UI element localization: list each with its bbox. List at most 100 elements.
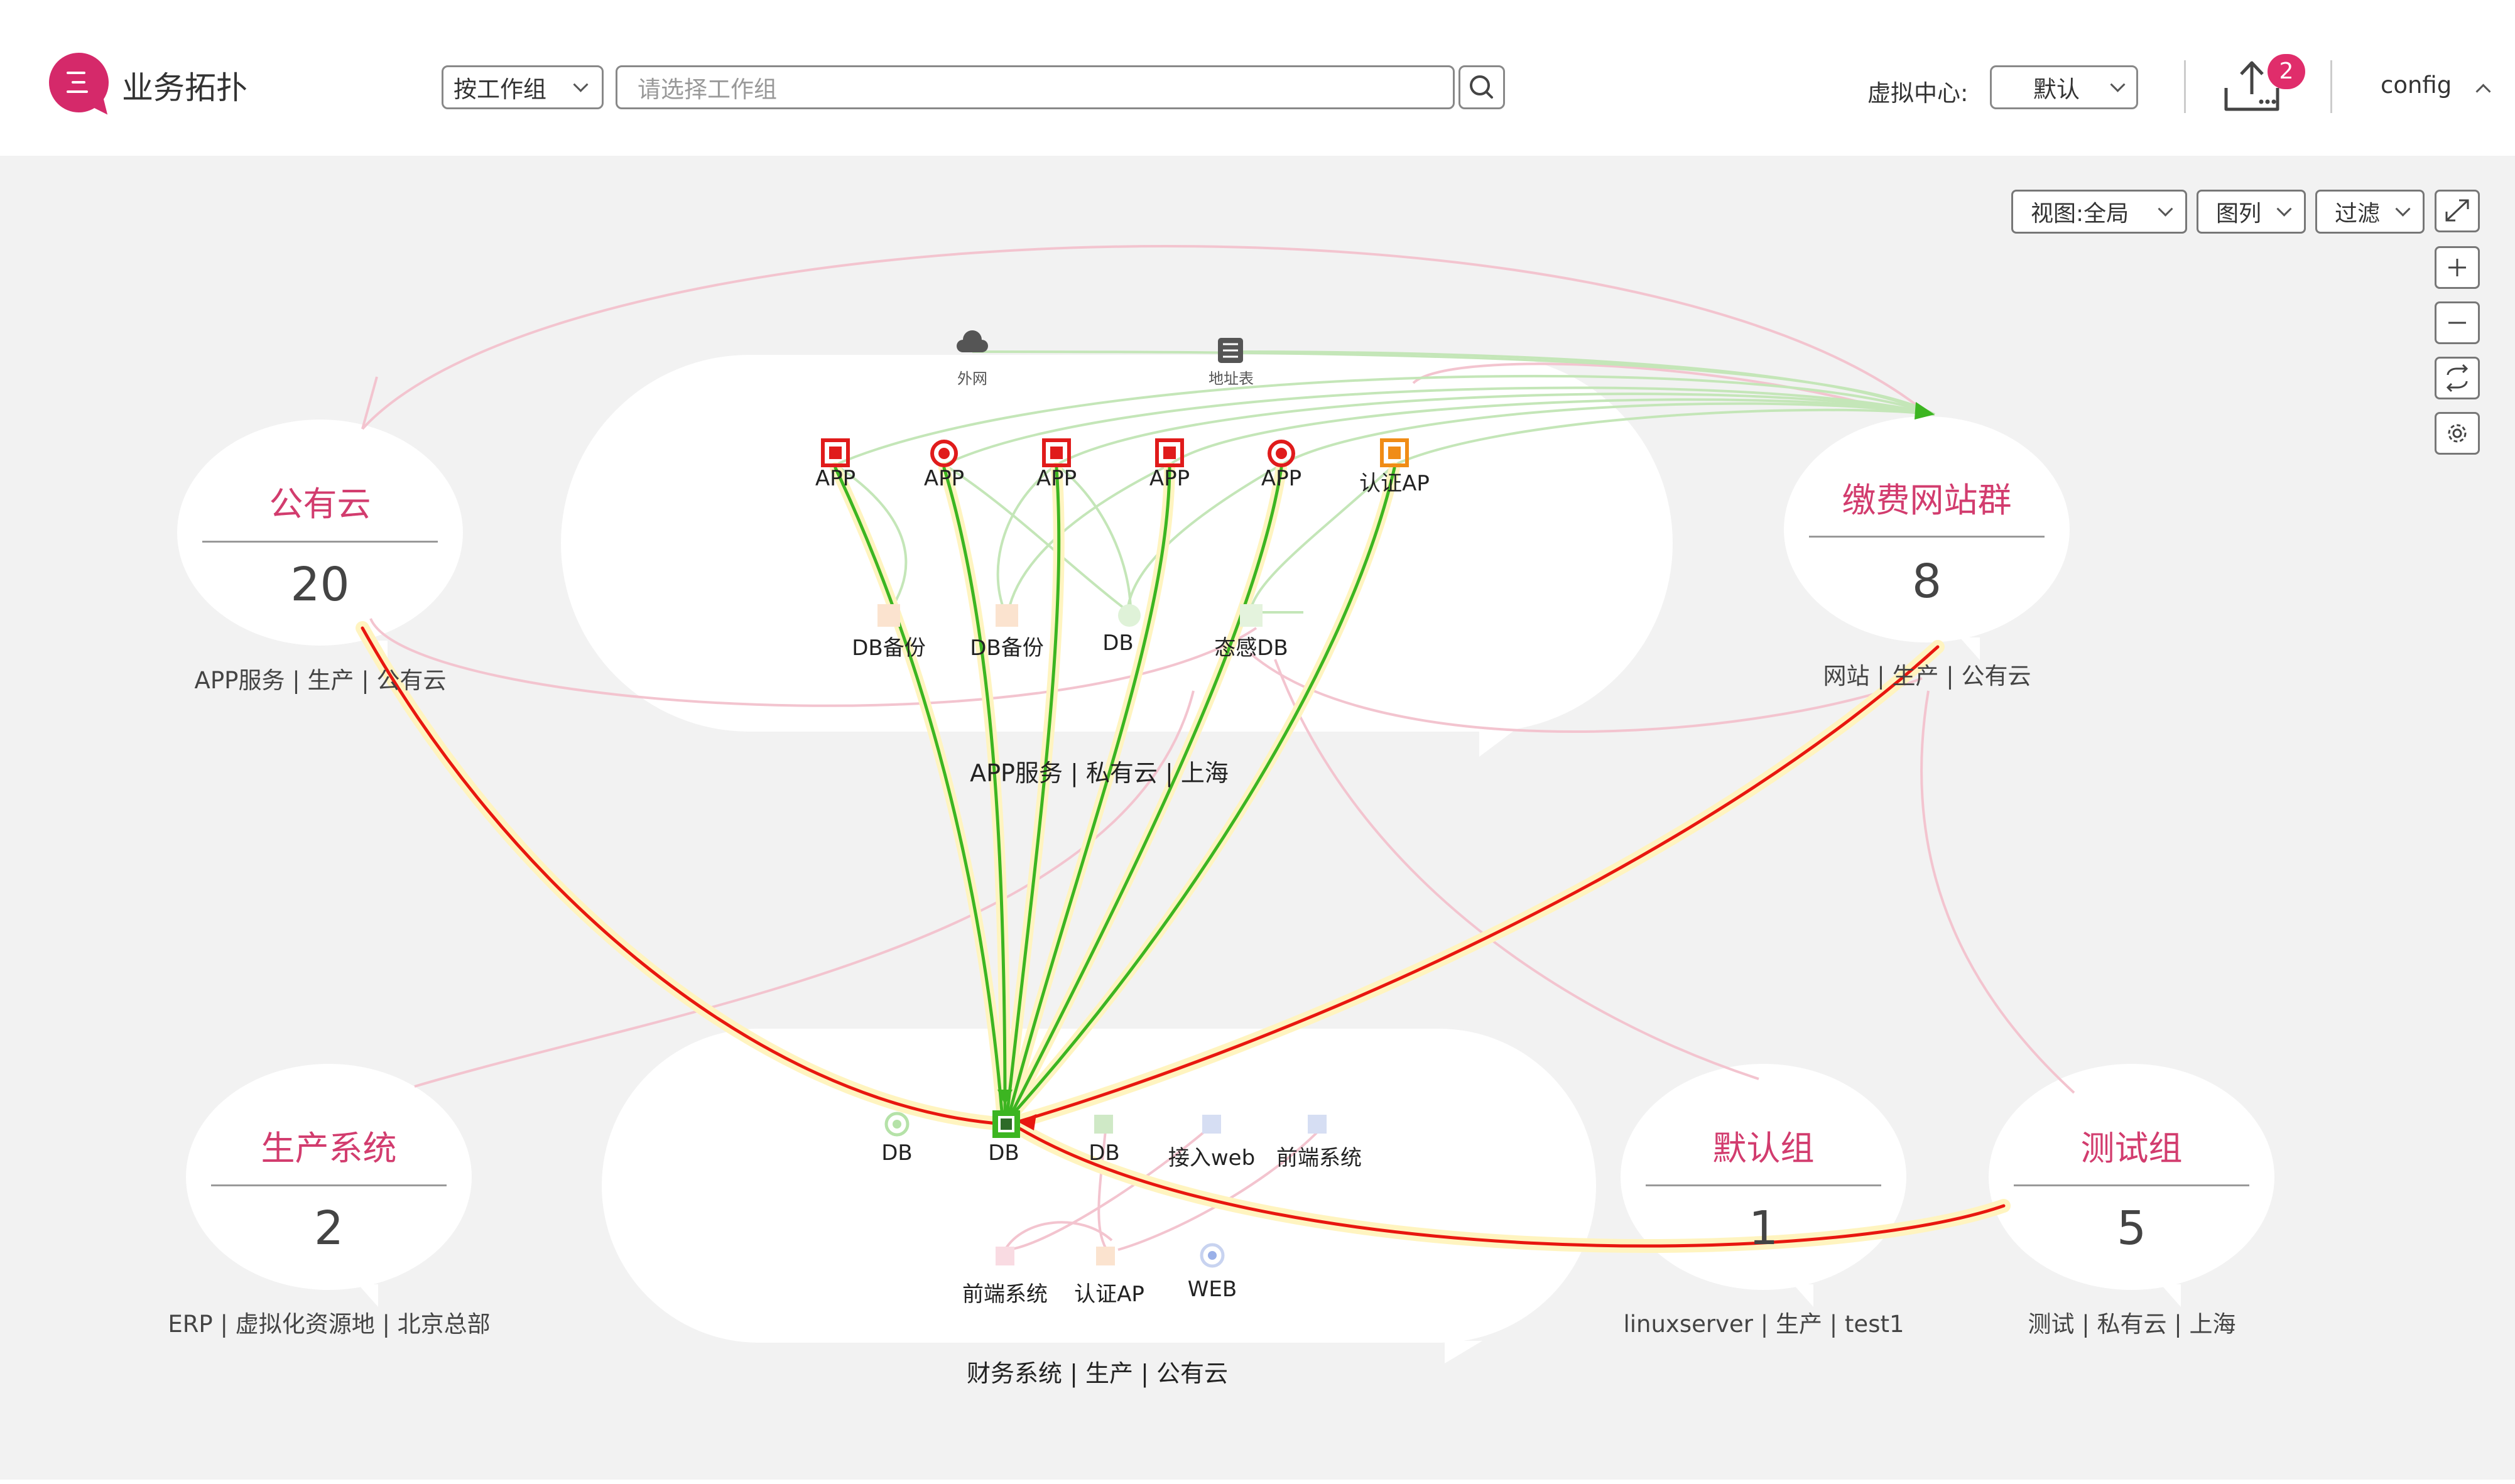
- notification-badge: 2: [2268, 54, 2305, 89]
- db-backup-node-icon[interactable]: [996, 604, 1018, 627]
- arrow-head: [1018, 1114, 1036, 1130]
- link-faint: [1168, 398, 1935, 466]
- frontend-node-icon[interactable]: [996, 1247, 1014, 1265]
- chevron-down-icon: [2158, 201, 2173, 217]
- situation-db-node-icon[interactable]: [1240, 604, 1263, 627]
- view-select[interactable]: 视图:全局: [2011, 190, 2187, 234]
- user-name: config: [2381, 72, 2452, 99]
- link-faint: [414, 690, 1195, 1088]
- link-red: [361, 626, 1007, 1126]
- virtual-center-label: 虚拟中心:: [1867, 80, 1969, 107]
- chevron-down-icon: [2395, 201, 2411, 217]
- db-node-icon[interactable]: [884, 1112, 910, 1137]
- link-faint: [1056, 393, 1935, 466]
- app-node-icon[interactable]: [821, 438, 850, 467]
- db-node-icon[interactable]: [1094, 1115, 1113, 1134]
- bottom-group-nodes: [884, 1110, 1327, 1268]
- link-green: [1013, 466, 1396, 1113]
- app-node-icon[interactable]: [1155, 438, 1184, 467]
- link-faint: [1004, 1221, 1113, 1251]
- bubble-title: 公有云: [269, 484, 371, 524]
- settings-button[interactable]: [2435, 412, 2480, 455]
- workgroup-search-input[interactable]: 请选择工作组: [616, 65, 1455, 109]
- filter-select[interactable]: 过滤: [2315, 190, 2425, 234]
- node-label: 认证AP: [1359, 471, 1430, 496]
- filter-select-value: 过滤: [2335, 201, 2381, 227]
- bubble-tail: [358, 1284, 378, 1307]
- link-highlight-glow: [1003, 640, 1945, 1131]
- node-label: 接入web: [1168, 1145, 1256, 1171]
- group-blob-tail: [1479, 728, 1517, 757]
- bubble-count: 8: [1911, 555, 1942, 609]
- menu-button[interactable]: [49, 53, 109, 112]
- virtual-center-select[interactable]: 默认: [1990, 65, 2138, 109]
- web-access-node-icon[interactable]: [1202, 1115, 1221, 1134]
- plus-icon: [2448, 259, 2466, 276]
- group-mode-select[interactable]: 按工作组: [442, 65, 604, 109]
- group-label: 财务系统 | 生产 | 公有云: [967, 1360, 1228, 1387]
- link-faint: [1097, 1130, 1110, 1254]
- bubble-title: 测试组: [2080, 1129, 2183, 1168]
- db-node-icon[interactable]: [1118, 604, 1141, 627]
- bubble-title: 默认组: [1712, 1129, 1815, 1168]
- fullscreen-button[interactable]: [2435, 190, 2480, 232]
- user-menu[interactable]: config: [2381, 72, 2491, 99]
- link-highlight-glow: [356, 621, 1012, 1131]
- app-node-icon[interactable]: [1268, 440, 1295, 467]
- link-red: [1016, 1125, 2006, 1248]
- link-faint: [996, 463, 1058, 613]
- app-node-icon[interactable]: [1042, 438, 1071, 467]
- link-faint: [1117, 1129, 1320, 1251]
- group-blob-tail: [1445, 1341, 1482, 1363]
- arrow-head: [997, 1090, 1013, 1105]
- cloud-icon[interactable]: [957, 330, 988, 352]
- bubble-production[interactable]: [186, 1064, 472, 1290]
- app-node-icon[interactable]: [930, 440, 958, 467]
- frontend-node-icon[interactable]: [1308, 1115, 1327, 1134]
- zoom-in-button[interactable]: [2435, 246, 2480, 289]
- link-faint: [1126, 463, 1282, 613]
- node-label: 地址表: [1209, 370, 1254, 387]
- zoom-out-button[interactable]: [2435, 301, 2480, 344]
- node-label: 外网: [957, 370, 987, 387]
- link-highlight-glow: [1007, 462, 1287, 1117]
- auth-ap-node-icon[interactable]: [1096, 1247, 1115, 1265]
- bubble-payment-sites[interactable]: [1784, 416, 2070, 642]
- search-placeholder: 请选择工作组: [638, 76, 777, 103]
- top-group-nodes: [821, 330, 1409, 627]
- switch-layout-button[interactable]: [2435, 357, 2480, 399]
- link-faint: [361, 376, 378, 430]
- node-label: 态感DB: [1214, 636, 1288, 661]
- link-faint: [1055, 463, 1132, 613]
- bubble-subtitle: APP服务 | 生产 | 公有云: [194, 667, 447, 694]
- swap-icon: [2446, 364, 2469, 393]
- chevron-down-icon: [2276, 201, 2292, 217]
- node-label: APP: [923, 466, 965, 491]
- upload-icon: [2224, 61, 2279, 111]
- node-label: APP: [1261, 466, 1302, 491]
- bubble-tail: [2161, 1284, 2181, 1307]
- gear-icon: [2448, 424, 2467, 443]
- bubble-test-group[interactable]: [1989, 1064, 2274, 1290]
- web-node-icon[interactable]: [1200, 1243, 1225, 1268]
- divider: [2184, 60, 2186, 113]
- bubble-title: 缴费网站群: [1842, 480, 2012, 520]
- search-icon: [1470, 75, 1493, 99]
- bubble-public-cloud[interactable]: [177, 420, 463, 646]
- bubble-subtitle: 网站 | 生产 | 公有云: [1823, 663, 2031, 690]
- legend-select[interactable]: 图列: [2197, 190, 2306, 234]
- link-faint: [1274, 659, 1759, 1080]
- upload-button[interactable]: [2220, 55, 2289, 118]
- bubble-divider: [1646, 1184, 1881, 1186]
- bubble-tail: [1793, 1284, 1813, 1307]
- search-button[interactable]: [1458, 65, 1505, 109]
- bubble-divider: [211, 1184, 447, 1186]
- node-label: 前端系统: [1276, 1145, 1362, 1171]
- menu-icon: [67, 72, 93, 94]
- link-red: [1008, 645, 1940, 1126]
- link-faint: [369, 618, 1258, 707]
- db-backup-node-icon[interactable]: [877, 604, 900, 627]
- link-faint: [361, 245, 1930, 430]
- auth-ap-node-icon[interactable]: [1380, 438, 1409, 467]
